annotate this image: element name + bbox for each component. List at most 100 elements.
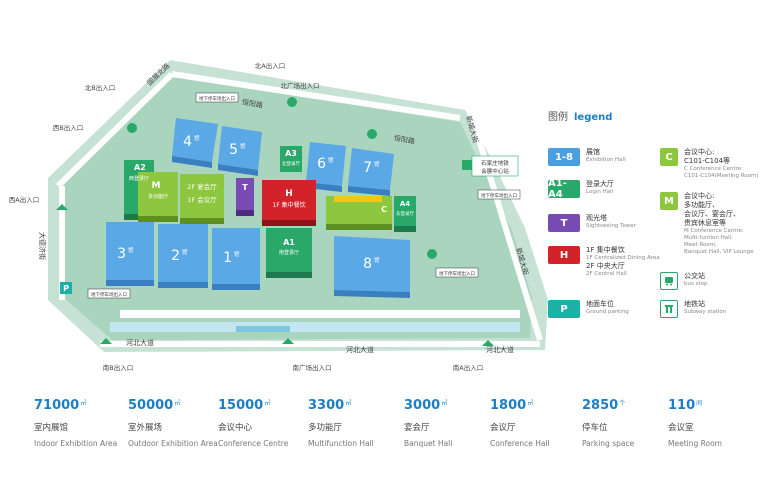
gate-south-plaza: 南广场出入口 [293,363,332,372]
legend-swatch-dining: H [548,246,580,264]
bus-stop-icons [127,97,437,259]
legend-bus-en: bus stop [684,281,708,287]
building-labels: A2 西登录厅 M 多功能厅 2F 宴会厅 1F 会议厅 A3 北登录厅 T H… [129,149,414,256]
tag-w: 地下停车场出入口 [91,291,127,298]
metro-label-1: 石家庄地铁 [481,159,509,167]
hall-labels: 4 馆 5 馆 6 馆 7 馆 3 馆 2 馆 1 馆 8 馆 [117,134,380,272]
hall-5-cn: 馆 [240,142,246,150]
hall-5-num: 5 [229,142,238,158]
hall-boxes [106,118,410,298]
hall-3-box [106,222,154,280]
legend-m-en3: Meet Room, [684,242,717,248]
t-tower [236,178,254,210]
stat-indoor: 71000㎡ 室内展馆 Indoor Exhibition Area [34,398,124,449]
stat-indoor-cn: 室内展馆 [34,423,69,433]
hall-6-cn: 馆 [328,156,334,164]
road-south-left: 河北大道 [126,338,154,347]
a2-label: A2 [134,163,146,172]
stat-outdoor-value: 50000 [128,398,174,413]
stat-indoor-en: Indoor Exhibition Area [34,439,118,448]
legend-login-cn: 登录大厅 [586,180,614,188]
hall-7-cn: 馆 [374,160,380,168]
stat-banquet-cn: 宴会厅 [404,423,430,433]
stat-conference-centre-en: Conference Centre [218,439,289,448]
gate-south-b: 南B出入口 [103,363,133,372]
stat-conference-hall-value: 1800 [490,398,527,413]
parking-letter: P [63,284,69,293]
stat-conference-centre-value: 15000 [218,398,264,413]
a2-sub: 西登录厅 [129,175,149,182]
stat-conference-hall-cn: 会议厅 [490,423,516,433]
plaza-strip [110,322,520,332]
stat-multifunction-value: 3300 [308,398,345,413]
legend-swatch-c: C [660,148,678,166]
hall-1-box [212,228,260,284]
hall-7-box [348,148,394,190]
road-west: 大德济街 [38,232,47,260]
stat-multifunction-unit: ㎡ [345,400,352,407]
stat-banquet-unit: ㎡ [441,400,448,407]
legend-bus-cn: 公交站 [684,272,705,280]
legend-parking-en: Ground parking [586,309,629,315]
gate-west-b: 西B出入口 [53,123,83,132]
a4-sub: 东登录厅 [396,210,414,217]
stat-multifunction-cn: 多功能厅 [308,423,343,433]
stat-outdoor-unit: ㎡ [174,400,181,407]
hall-8-num: 8 [363,256,372,272]
banquet-label: 2F 宴会厅 [187,182,217,191]
stat-parking-cn: 停车位 [582,423,608,433]
legend-m-cn4: 贵宾休息室等 [684,219,726,227]
legend-title-en: legend [574,112,613,123]
legend-hall-en: Exhibition Hall [586,157,626,163]
gate-south-a: 南A出入口 [453,363,483,372]
hall-2-cn: 馆 [182,248,188,256]
a1-sub: 南登录厅 [279,249,299,256]
legend-c-en: C Conference Centre: [684,166,744,172]
h-building [262,180,316,220]
stat-parking: 2850个 停车位 Parking space [582,398,672,449]
legend-c-en2: C101-C104(Meeting Room) [684,173,759,179]
stat-outdoor: 50000㎡ 室外展场 Outdoor Exhibition Area [128,398,218,449]
legend-m-en: M Conference Centre: [684,228,744,234]
gate-west-a: 西A出入口 [9,195,39,204]
stat-meeting-room-en: Meeting Room [668,439,722,448]
metro-label-2: 会展中心站 [481,167,509,175]
parking-sign [60,282,72,294]
legend-c-cn2: C101-C104等 [684,157,731,165]
stat-banquet-value: 3000 [404,398,441,413]
legend-parking-cn: 地面车位 [586,300,614,308]
hall-6-box [306,142,346,186]
road-north: 恒阳路 [393,133,415,146]
legend-m-cn2: 多功能厅、 [684,201,719,209]
legend-swatch-tower: T [548,214,580,232]
gate-north-b: 北B出入口 [85,83,115,92]
stat-conference-hall-unit: ㎡ [527,400,534,407]
a1-label: A1 [283,238,295,247]
legend-m-cn: 会议中心: [684,192,715,200]
legend-swatch-login: A1-A4 [548,178,580,200]
stat-meeting-room-value: 110 [668,398,696,413]
hall-6-num: 6 [317,156,326,172]
hall-3-cn: 馆 [128,246,134,254]
m-building [138,172,178,216]
gate-arrow-icons [56,204,494,346]
plaza-mid [236,326,290,332]
gate-north-a: 北A出入口 [255,61,285,70]
a4-building [394,196,416,226]
hall-8-box [334,236,410,292]
t-label: T [242,183,248,192]
stats-bar: 71000㎡ 室内展馆 Indoor Exhibition Area 50000… [0,398,771,486]
stat-parking-value: 2850 [582,398,619,413]
hall-2-num: 2 [171,248,180,264]
stat-conference-centre-unit: ㎡ [264,400,271,407]
legend-m-cn3: 会议厅、宴会厅、 [684,210,740,218]
hall-2-box [158,224,208,282]
gate-north-plaza: 北广场出入口 [281,81,320,90]
legend-c-cn: 会议中心: [684,148,715,156]
stat-indoor-unit: ㎡ [80,400,87,407]
stat-meeting-room-cn: 会议室 [668,423,694,433]
